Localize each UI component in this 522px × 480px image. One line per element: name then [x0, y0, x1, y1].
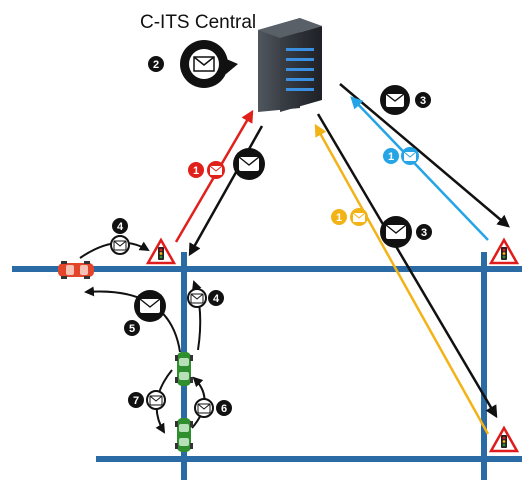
road-vertical-right — [481, 252, 487, 480]
badge-text: 6 — [221, 403, 227, 415]
envelope-icon — [233, 148, 265, 180]
envelope-icon — [194, 398, 214, 418]
number-badge: 4 — [208, 290, 224, 306]
envelope-icon — [110, 235, 130, 255]
warning-triangle-icon — [145, 237, 177, 265]
badge-text: 4 — [213, 293, 220, 305]
number-badge: 3 — [416, 224, 432, 240]
envelope-icon — [187, 288, 207, 308]
curve-arrow-up-to-road — [191, 280, 202, 351]
car-icon — [58, 261, 94, 279]
arrow-black-down-left — [188, 125, 264, 257]
traffic-light-icon — [501, 247, 507, 260]
number-badge: 3 — [415, 92, 431, 108]
central-title: C-ITS Central — [140, 12, 257, 33]
arrow-black-top-right — [339, 83, 510, 228]
warning-triangle-icon — [488, 425, 520, 453]
envelope-icon — [401, 147, 419, 165]
warning-triangle-icon — [488, 237, 520, 265]
car-icon — [175, 418, 193, 452]
envelope-icon — [350, 208, 368, 226]
car-icon — [175, 352, 193, 386]
badge-text: 7 — [133, 395, 139, 407]
badge-text: 1 — [388, 151, 394, 163]
number-badge: 4 — [112, 218, 128, 234]
badge-text: 3 — [421, 227, 427, 239]
envelope-icon — [134, 290, 166, 322]
badge-text: 5 — [129, 323, 135, 335]
road-network — [12, 252, 522, 480]
number-badge: 6 — [216, 400, 232, 416]
server-icon — [258, 18, 322, 112]
envelope-icon — [146, 390, 166, 410]
road-horizontal-upper — [12, 266, 522, 272]
loop-arrow-icon — [180, 40, 238, 88]
number-badge: 5 — [124, 320, 140, 336]
envelope-icon — [207, 161, 225, 179]
number-badge: 1 — [331, 209, 347, 225]
arrow-blue-up-left — [350, 96, 489, 241]
number-badge: 7 — [128, 392, 144, 408]
badge-text: 2 — [153, 59, 159, 71]
number-badge: 1 — [383, 148, 399, 164]
badge-text: 1 — [193, 165, 199, 177]
badge-text: 1 — [336, 212, 342, 224]
traffic-light-icon — [501, 435, 507, 448]
envelope-icon — [380, 216, 412, 248]
arrow-black-long-down — [316, 113, 498, 419]
road-horizontal-lower — [96, 456, 522, 462]
traffic-light-icon — [158, 247, 164, 260]
envelope-icon — [380, 85, 410, 115]
number-badge: 2 — [148, 56, 164, 72]
badge-text: 4 — [117, 221, 124, 233]
badge-text: 3 — [420, 95, 426, 107]
arrow-yellow-long-up — [314, 123, 490, 435]
number-badge: 1 — [188, 162, 204, 178]
